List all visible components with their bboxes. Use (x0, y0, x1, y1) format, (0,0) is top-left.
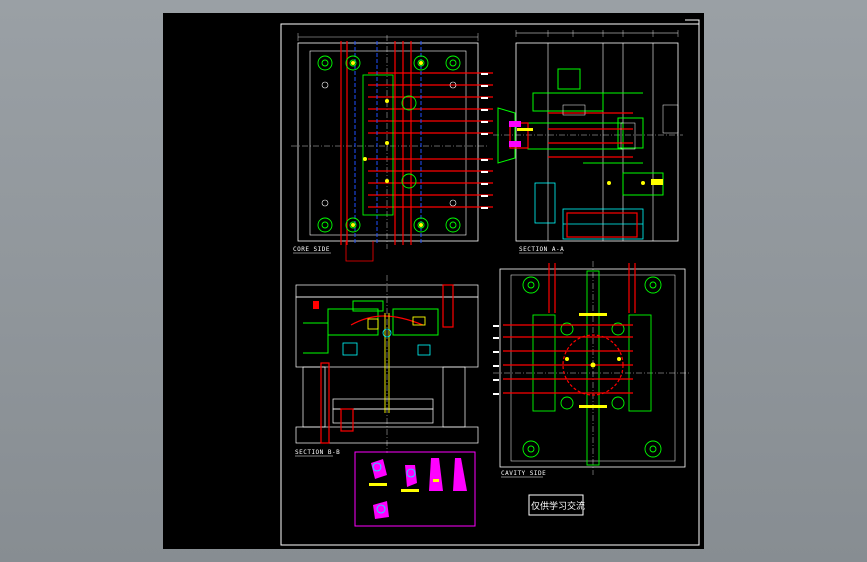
title-stamp: 仅供学习交流 (528, 494, 585, 516)
section-bb-view: SECTION B-B (295, 275, 479, 457)
cavity-side-view: CAVITY SIDE (493, 261, 691, 478)
core-side-view: CORE SIDE (291, 33, 493, 262)
sheet-border (280, 23, 700, 546)
section-bb-label: SECTION B-B (295, 449, 340, 456)
core-side-label: CORE SIDE (293, 246, 330, 253)
corner-mark (280, 19, 700, 546)
section-aa-label: SECTION A-A (519, 246, 564, 253)
cad-drawing-canvas[interactable]: CORE SIDE (163, 13, 704, 549)
stamp-text: 仅供学习交流 (531, 500, 585, 512)
mold-assembly-drawing: CORE SIDE (280, 19, 700, 546)
part-detail-box (354, 451, 476, 527)
cavity-side-label: CAVITY SIDE (501, 470, 546, 477)
section-aa-view: SECTION A-A (493, 30, 683, 254)
